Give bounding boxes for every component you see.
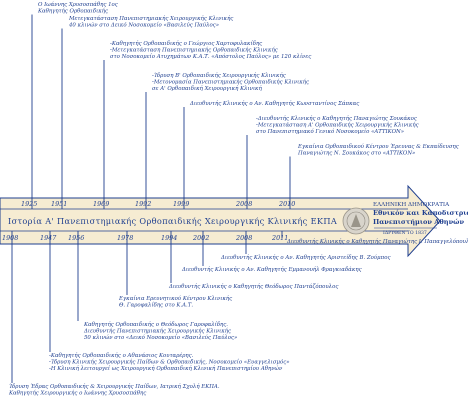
event-text: Διευθυντής Κλινικής ο Αν. Καθηγητής Κωνσ… — [189, 100, 360, 107]
university-logo: ΕΛΛΗΝΙΚΗ ΔΗΜΟΚΡΑΤΙΑ Εθνικόν και Καποδιστ… — [342, 202, 468, 236]
event-above-2008: -Διευθυντής Κλινικής ο Καθηγητής Παναγιώ… — [235, 115, 420, 209]
event-text: Διευθυντής Πανεπιστημιακής Χειρουργικής … — [83, 328, 232, 335]
event-below-1947: -Καθηγητής Ορθοπαιδικής ο Αθανάσιος Κουτ… — [40, 231, 290, 372]
event-text: -Καθηγητής Ορθοπαιδικής ο Γεώργιος Χαρτο… — [110, 40, 263, 47]
event-above-2010: Εγκαίνια Ορθοπαιδικού Κέντρου Έρευνας & … — [278, 143, 460, 209]
event-text: Ο Ιωάννης Χρυσοσπάθης 1ος — [38, 1, 119, 8]
event-above-1992: -Ίδρυση Β' Ορθοπαιδικής Χειρουργικής Κλι… — [135, 72, 310, 209]
event-text: Διευθυντής Κλινικής ο Αν. Καθηγητής Εμμα… — [181, 266, 363, 273]
event-text: Εγκαίνια Ερευνητικού Κέντρου Κλινικής — [118, 295, 233, 302]
event-text: -Η Κλινική λειτουργεί ως Χειρουργική Ορθ… — [49, 365, 283, 372]
event-text: -Καθηγητής Ορθοπαιδικής ο Αθανάσιος Κουτ… — [49, 352, 194, 359]
event-text: -Ίδρυση Β' Ορθοπαιδικής Χειρουργικής Κλι… — [152, 72, 287, 79]
event-year: 1999 — [173, 200, 189, 208]
logo-line-4: ΙΔΡΥΘΕΝ ΤΟ 1837 — [383, 230, 427, 236]
event-text: στο Νοσοκομείο Ατυχημάτων Κ.Α.Τ. «Απόστο… — [110, 53, 312, 60]
event-year: 1992 — [135, 200, 151, 208]
event-text: σε Α' Ορθοπαιδική Χειρουργική Κλινική — [152, 85, 263, 92]
event-year: 1994 — [161, 234, 177, 242]
event-year: 2011 — [271, 234, 288, 242]
event-below-1956: Καθηγητής Ορθοπαιδικής ο Θεόδωρος Γαροφα… — [68, 231, 237, 341]
event-year: 2002 — [192, 234, 209, 242]
event-year: 2008 — [235, 200, 252, 208]
event-text: Εγκαίνια Ορθοπαιδικού Κέντρου Έρευνας & … — [297, 143, 460, 150]
event-text: -Ίδρυση Κλινικής Χειρουργικής Παίδων & Ο… — [49, 359, 290, 366]
event-text: -Μετεγκατάσταση Πανεπιστημιακής Ορθοπαιδ… — [110, 47, 279, 54]
event-text: Παναγιώτης Ν. Σουκάκος στο «ATTIKON» — [297, 150, 415, 157]
event-text: Διευθυντής Κλινικής ο Καθηγητής Θεόδωρος… — [168, 283, 339, 290]
event-above-1999: Διευθυντής Κλινικής ο Αν. Καθηγητής Κωνσ… — [173, 100, 360, 209]
event-year: 1951 — [51, 200, 67, 208]
logo-line-3: Πανεπιστήμιον Αθηνών — [373, 218, 464, 226]
event-text: Διευθυντής Κλινικής ο Αν. Καθηγητής Αρισ… — [220, 254, 391, 261]
event-text: Ίδρυση Έδρας Ορθοπαιδικής & Χειρουργικής… — [9, 383, 220, 390]
event-text: 40 κλινών στο Δεικό Νοσοκομείο «Βασιλεύς… — [68, 22, 219, 29]
event-text: στο Πανεπιστημιακό Γενικό Νοσοκομείο «ΑΤ… — [256, 128, 404, 135]
event-text: -Μετεγκατάσταση Α' Ορθοπαιδικής Χειρουργ… — [256, 122, 420, 129]
event-year: 1908 — [2, 234, 18, 242]
event-text: 50 κλινών στο «Δεικό Νοσοκομείο «Βασιλεύ… — [84, 334, 237, 341]
event-below-2011: Διευθυντής Κλινικής ο Καθηγητής Παναγιώτ… — [271, 231, 468, 245]
event-year: 1978 — [117, 234, 133, 242]
event-text: Μετεγκατάσταση Πανεπιστημιακής Χειρουργι… — [68, 15, 234, 22]
event-year: 1969 — [93, 200, 109, 208]
event-below-1908: Ίδρυση Έδρας Ορθοπαιδικής & Χειρουργικής… — [2, 231, 220, 397]
event-text: Καθηγητής Ορθοπαιδικής — [37, 8, 109, 15]
event-year: 2008 — [235, 234, 252, 242]
event-below-2008: Διευθυντής Κλινικής ο Αν. Καθηγητής Αρισ… — [220, 231, 391, 261]
event-text: -Μετονομασία Πανεπιστημιακής Ορθοπαιδική… — [152, 79, 310, 86]
event-text: Διευθυντής Κλινικής ο Καθηγητής Παναγιώτ… — [286, 238, 468, 245]
event-text: Καθηγητής Χειρουργικής ο Ιωάννης Χρυσοσπ… — [8, 390, 147, 397]
event-year: 1956 — [68, 234, 84, 242]
event-below-1994: Διευθυντής Κλινικής ο Καθηγητής Θεόδωρος… — [161, 231, 339, 290]
timeline-arrow — [0, 184, 441, 258]
event-text: Θ. Γαροφαλίδης στο Κ.Α.Τ. — [119, 302, 193, 309]
event-above-1969: -Καθηγητής Ορθοπαιδικής ο Γεώργιος Χαρτο… — [93, 40, 312, 209]
logo-line-1: ΕΛΛΗΝΙΚΗ ΔΗΜΟΚΡΑΤΙΑ — [373, 202, 450, 208]
event-below-1978: Εγκαίνια Ερευνητικού Κέντρου ΚλινικήςΘ. … — [117, 231, 233, 309]
event-text: Καθηγητής Ορθοπαιδικής ο Θεόδωρος Γαροφα… — [83, 321, 228, 328]
logo-line-2: Εθνικόν και Καποδιστριακόν — [373, 209, 468, 217]
timeline-title: Ιστορία Α' Πανεπιστημιακής Ορθοπαιδικής … — [8, 216, 337, 226]
event-above-1951: Μετεγκατάσταση Πανεπιστημιακής Χειρουργι… — [51, 15, 234, 209]
event-year: 1925 — [21, 200, 37, 208]
event-year: 2010 — [278, 200, 295, 208]
event-below-2002: Διευθυντής Κλινικής ο Αν. Καθηγητής Εμμα… — [181, 231, 363, 273]
event-year: 1947 — [40, 234, 57, 242]
event-text: -Διευθυντής Κλινικής ο Καθηγητής Παναγιώ… — [256, 115, 418, 122]
